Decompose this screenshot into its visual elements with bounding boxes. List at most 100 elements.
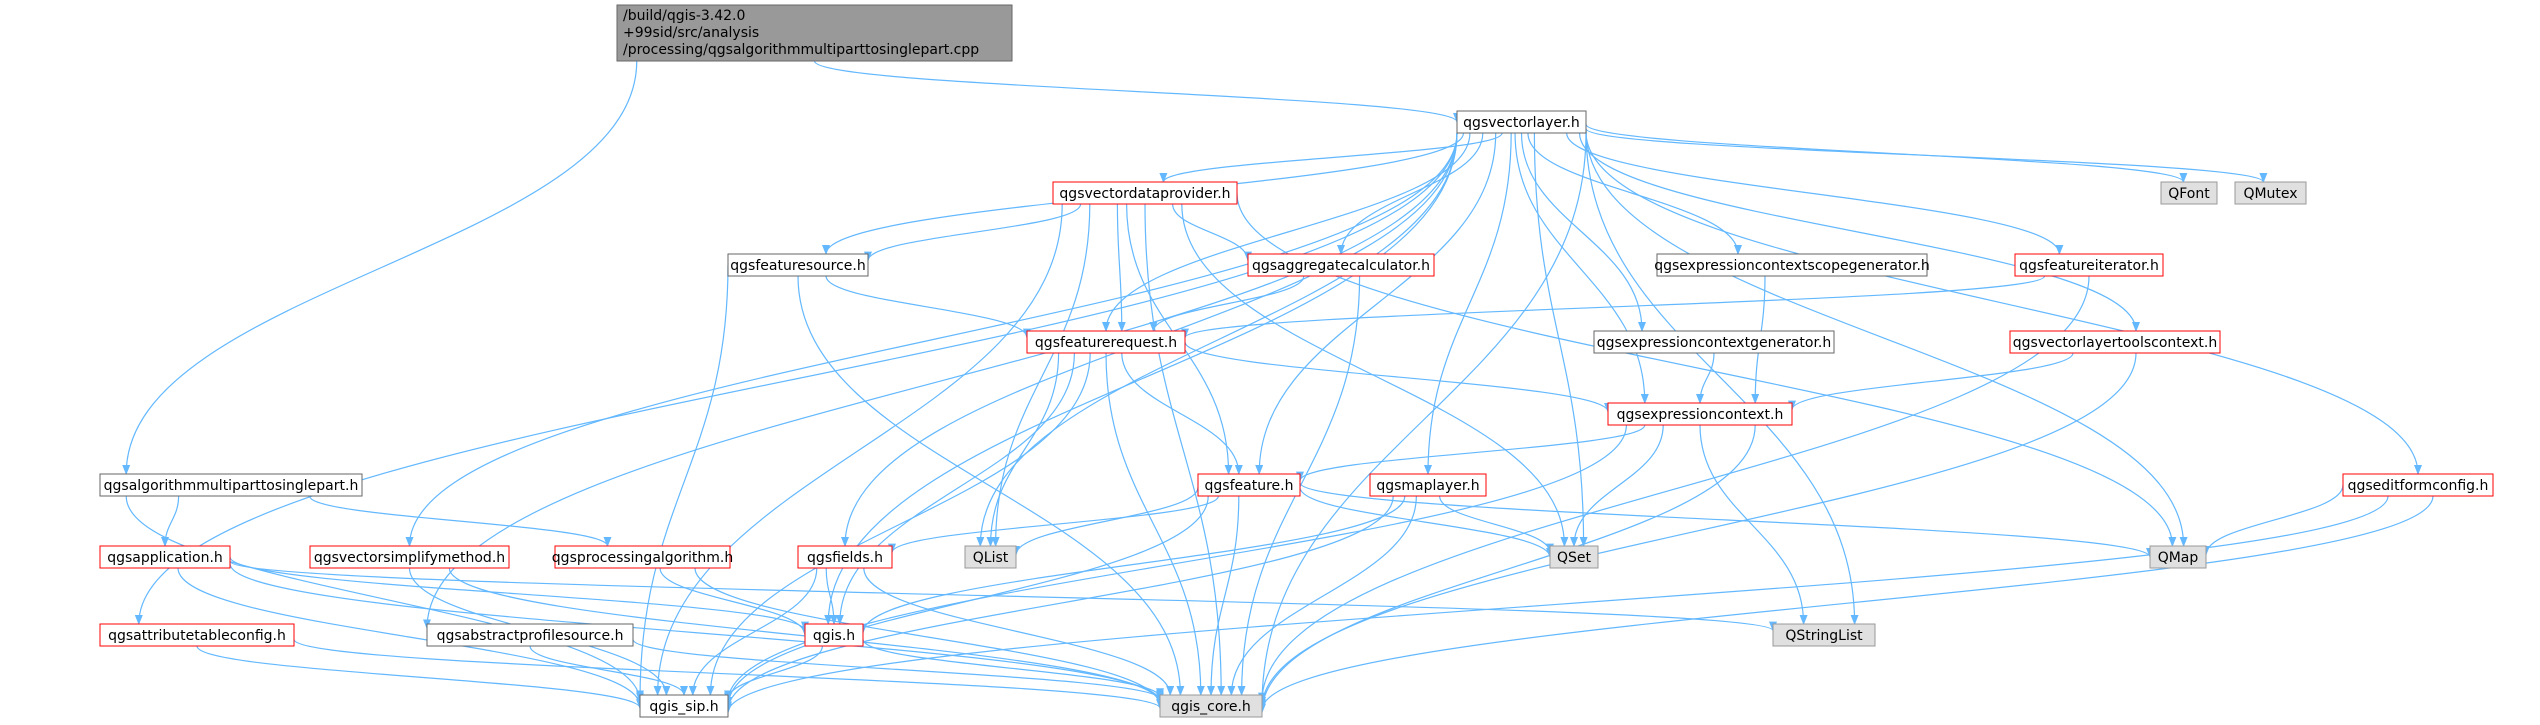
edge-multiparttosinglepart-to-processingalgorithm <box>309 495 612 547</box>
node-label-processingalgorithm: qgsprocessingalgorithm.h <box>552 550 733 566</box>
edge-featurerequest-to-expressioncontext <box>1184 341 1612 413</box>
edge-fields-to-qgis_core <box>863 567 1175 696</box>
node-label-featurerequest: qgsfeaturerequest.h <box>1035 335 1177 351</box>
edge-vectorlayer-to-featurerequest <box>1102 132 1471 332</box>
edge-application-to-qgis <box>229 556 809 632</box>
node-box-qmap <box>2149 545 2207 569</box>
edge-featureiterator-to-featurerequest <box>1181 275 2046 339</box>
node-label-multiparttosinglepart: qgsalgorithmmultiparttosinglepart.h <box>104 478 359 494</box>
node-application[interactable]: qgsapplication.h <box>99 545 231 569</box>
edge-vectorlayer-to-expressioncontext <box>1514 132 1649 404</box>
node-expressioncontext[interactable]: qgsexpressioncontext.h <box>1607 402 1793 426</box>
edge-editformconfig-to-qgis_sip <box>724 495 2389 714</box>
node-qgis[interactable]: qgis.h <box>804 623 864 647</box>
edge-abstractprofilesource-to-qgis_sip <box>529 645 688 696</box>
edge-processingalgorithm-to-qgis <box>659 567 809 636</box>
node-label-qstringlist: QStringList <box>1785 628 1863 644</box>
node-abstractprofilesource[interactable]: qgsabstractprofilesource.h <box>426 623 634 647</box>
node-qfont[interactable]: QFont <box>2160 181 2218 205</box>
node-processingalgorithm[interactable]: qgsprocessingalgorithm.h <box>552 545 733 569</box>
edge-root-to-vectorlayer <box>813 60 1461 123</box>
node-box-root <box>616 4 1013 62</box>
node-vectorlayertoolscontext[interactable]: qgsvectorlayertoolscontext.h <box>2009 330 2221 354</box>
edge-vectorlayer-to-qgis_core <box>1258 132 1587 707</box>
node-exprscopegen[interactable]: qgsexpressioncontextscopegenerator.h <box>1654 253 1930 277</box>
edge-vectordataprovider-to-featuresource <box>864 203 1082 262</box>
node-qlist[interactable]: QList <box>964 545 1017 569</box>
node-box-attributetableconfig <box>99 623 295 647</box>
edge-vectorlayer-to-abstractprofilesource <box>423 132 1458 630</box>
node-box-fields <box>797 545 893 569</box>
edge-featuresource-to-featurerequest <box>825 275 1031 339</box>
node-box-exprscopegen <box>1656 253 1928 277</box>
edge-vectorlayertoolscontext-to-expressioncontext <box>1788 352 2074 411</box>
node-qstringlist[interactable]: QStringList <box>1772 623 1876 647</box>
edge-feature-to-qgis_sip <box>724 495 1209 707</box>
node-qset[interactable]: QSet <box>1549 545 1599 569</box>
edge-vectorlayer-to-feature <box>1255 132 1497 475</box>
node-label-maplayer: qgsmaplayer.h <box>1376 478 1479 494</box>
node-featuresource[interactable]: qgsfeaturesource.h <box>727 253 869 277</box>
edge-application-to-qgis_sip <box>177 567 644 707</box>
node-attributetableconfig[interactable]: qgsattributetableconfig.h <box>99 623 295 647</box>
node-featurerequest[interactable]: qgsfeaturerequest.h <box>1026 330 1186 354</box>
edge-exprctxgen-to-expressioncontext <box>1696 352 1715 404</box>
edge-qgis-to-qgis_core <box>862 639 1164 699</box>
edge-featuresource-to-qgis_core <box>797 275 1185 696</box>
node-box-qgis <box>804 623 864 647</box>
node-box-featureiterator <box>2014 253 2164 277</box>
node-aggregatecalculator[interactable]: qgsaggregatecalculator.h <box>1247 253 1435 277</box>
edge-vectorlayer-to-vectorsimplifymethod <box>405 132 1458 547</box>
node-fields[interactable]: qgsfields.h <box>797 545 893 569</box>
node-box-aggregatecalculator <box>1247 253 1435 277</box>
node-maplayer[interactable]: qgsmaplayer.h <box>1369 473 1487 497</box>
node-label-fields: qgsfields.h <box>807 550 883 566</box>
node-featureiterator[interactable]: qgsfeatureiterator.h <box>2014 253 2164 277</box>
node-qmutex[interactable]: QMutex <box>2234 181 2307 205</box>
edge-vectorlayer-to-vectordataprovider <box>1159 132 1503 183</box>
node-multiparttosinglepart[interactable]: qgsalgorithmmultiparttosinglepart.h <box>99 473 363 497</box>
node-label-qmutex: QMutex <box>2243 186 2297 202</box>
edge-aggregatecalculator-to-qgis_core <box>1237 275 1361 696</box>
nodes: /build/qgis-3.42.0+99sid/src/analysis/pr… <box>99 4 2494 718</box>
edge-maplayer-to-qgis_sip <box>724 495 1394 712</box>
node-vectordataprovider[interactable]: qgsvectordataprovider.h <box>1052 181 1238 205</box>
node-vectorlayer[interactable]: qgsvectorlayer.h <box>1456 110 1587 134</box>
edge-maplayer-to-qset <box>1439 495 1554 554</box>
edge-expressioncontext-to-qgis_core <box>1258 424 1756 714</box>
node-root: /build/qgis-3.42.0+99sid/src/analysis/pr… <box>616 4 1013 62</box>
node-vectorsimplifymethod[interactable]: qgsvectorsimplifymethod.h <box>309 545 510 569</box>
node-editformconfig[interactable]: qgseditformconfig.h <box>2342 473 2494 497</box>
edge-qgis-to-qgis_sip <box>724 645 823 701</box>
node-box-vectorlayertoolscontext <box>2009 330 2221 354</box>
node-box-qgis_sip <box>639 694 729 718</box>
node-label-qmap: QMap <box>2158 550 2199 566</box>
edge-feature-to-qgis_core <box>1207 495 1240 696</box>
node-box-maplayer <box>1369 473 1487 497</box>
edge-featurerequest-to-qgis <box>835 352 1075 625</box>
edge-root-to-multiparttosinglepart <box>122 60 638 475</box>
edge-vectorlayer-to-aggregatecalculator <box>1337 132 1484 255</box>
node-box-multiparttosinglepart <box>99 473 363 497</box>
edge-feature-to-qmap <box>1299 482 2154 558</box>
node-qmap[interactable]: QMap <box>2149 545 2207 569</box>
edge-maplayer-to-qgis <box>859 495 1406 634</box>
root-label-line-2: +99sid/src/analysis <box>623 25 759 41</box>
edge-attributetableconfig-to-qgis_sip <box>196 645 644 710</box>
edge-processingalgorithm-to-qgis_core <box>694 567 1164 707</box>
node-qgis_core[interactable]: qgis_core.h <box>1159 694 1263 718</box>
edge-vectorlayer-to-attributetableconfig <box>134 132 1458 625</box>
node-box-feature <box>1197 473 1301 497</box>
node-label-attributetableconfig: qgsattributetableconfig.h <box>108 628 286 644</box>
edge-feature-to-qset <box>1299 487 1554 558</box>
root-label-line-3: /processing/qgsalgorithmmultiparttosingl… <box>623 42 979 58</box>
edge-multiparttosinglepart-to-application <box>161 495 180 547</box>
node-exprctxgen[interactable]: qgsexpressioncontextgenerator.h <box>1593 330 1835 354</box>
node-label-exprscopegen: qgsexpressioncontextscopegenerator.h <box>1654 258 1930 274</box>
edge-vectorlayer-to-qlist <box>976 132 1458 547</box>
node-qgis_sip[interactable]: qgis_sip.h <box>639 694 729 718</box>
edge-featuresource-to-qgis_sip <box>636 264 729 701</box>
edge-abstractprofilesource-to-qgis_core <box>632 638 1164 701</box>
edge-vectorlayer-to-qgis <box>824 132 1458 625</box>
node-feature[interactable]: qgsfeature.h <box>1197 473 1301 497</box>
